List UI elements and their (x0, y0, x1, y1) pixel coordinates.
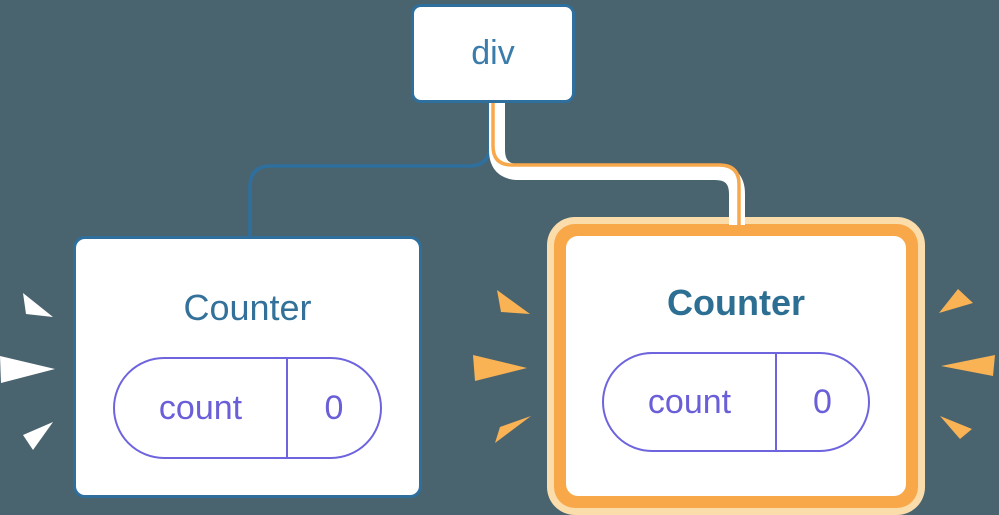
spark-icon (0, 356, 55, 383)
state-pill-right-value: 0 (813, 382, 832, 421)
counter-card-right-title: Counter (667, 282, 805, 323)
tree-node-div: div (411, 4, 575, 103)
edge-root-to-left-counter (248, 98, 492, 236)
spark-icon (23, 422, 53, 450)
state-pill-left-key: count (115, 359, 288, 457)
spark-icon (940, 416, 972, 439)
spark-icon (497, 290, 530, 314)
state-pill-left-value: 0 (324, 388, 344, 427)
spark-icon (941, 355, 995, 376)
counter-card-left-title: Counter (183, 287, 312, 328)
spark-icon (495, 416, 531, 443)
edge-root-to-right-counter (491, 98, 741, 227)
spark-icon (23, 293, 53, 317)
spark-icon (939, 289, 973, 313)
tree-node-div-label: div (471, 34, 515, 72)
state-pill-right-key: count (604, 354, 777, 450)
state-pill-right: count 0 (602, 352, 870, 452)
spark-icon (473, 355, 527, 381)
state-pill-left: count 0 (113, 357, 382, 459)
edge-root-to-right-counter-halo (489, 98, 745, 225)
